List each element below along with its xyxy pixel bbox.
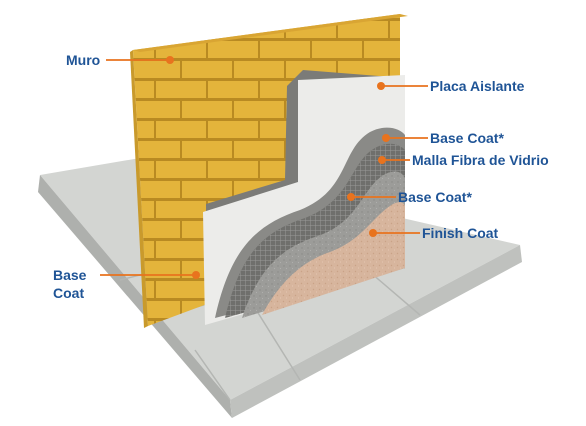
- label-base-coat-1: Base Coat*: [430, 130, 504, 146]
- base-coat-layer-2: [242, 171, 405, 318]
- leader-dot-base-coat-left: [192, 271, 200, 279]
- leader-dot-muro: [166, 56, 174, 64]
- label-muro: Muro: [66, 52, 101, 68]
- leader-dots: [166, 56, 390, 279]
- label-base-coat-left: Base Coat: [53, 267, 87, 301]
- leader-lines: [100, 59, 428, 276]
- finish-coat-layer: [262, 202, 405, 315]
- label-finish-coat: Finish Coat: [422, 225, 499, 241]
- leader-dot-finish-coat: [369, 229, 377, 237]
- label-base-coat-2: Base Coat*: [398, 189, 472, 205]
- leader-dot-placa-aislante: [377, 82, 385, 90]
- label-malla-fibra-de-vidrio: Malla Fibra de Vidrio: [412, 152, 549, 168]
- leader-dot-malla: [378, 156, 386, 164]
- label-placa-aislante: Placa Aislante: [430, 78, 525, 94]
- leader-dot-base-coat-2: [347, 193, 355, 201]
- leader-dot-base-coat-1: [382, 134, 390, 142]
